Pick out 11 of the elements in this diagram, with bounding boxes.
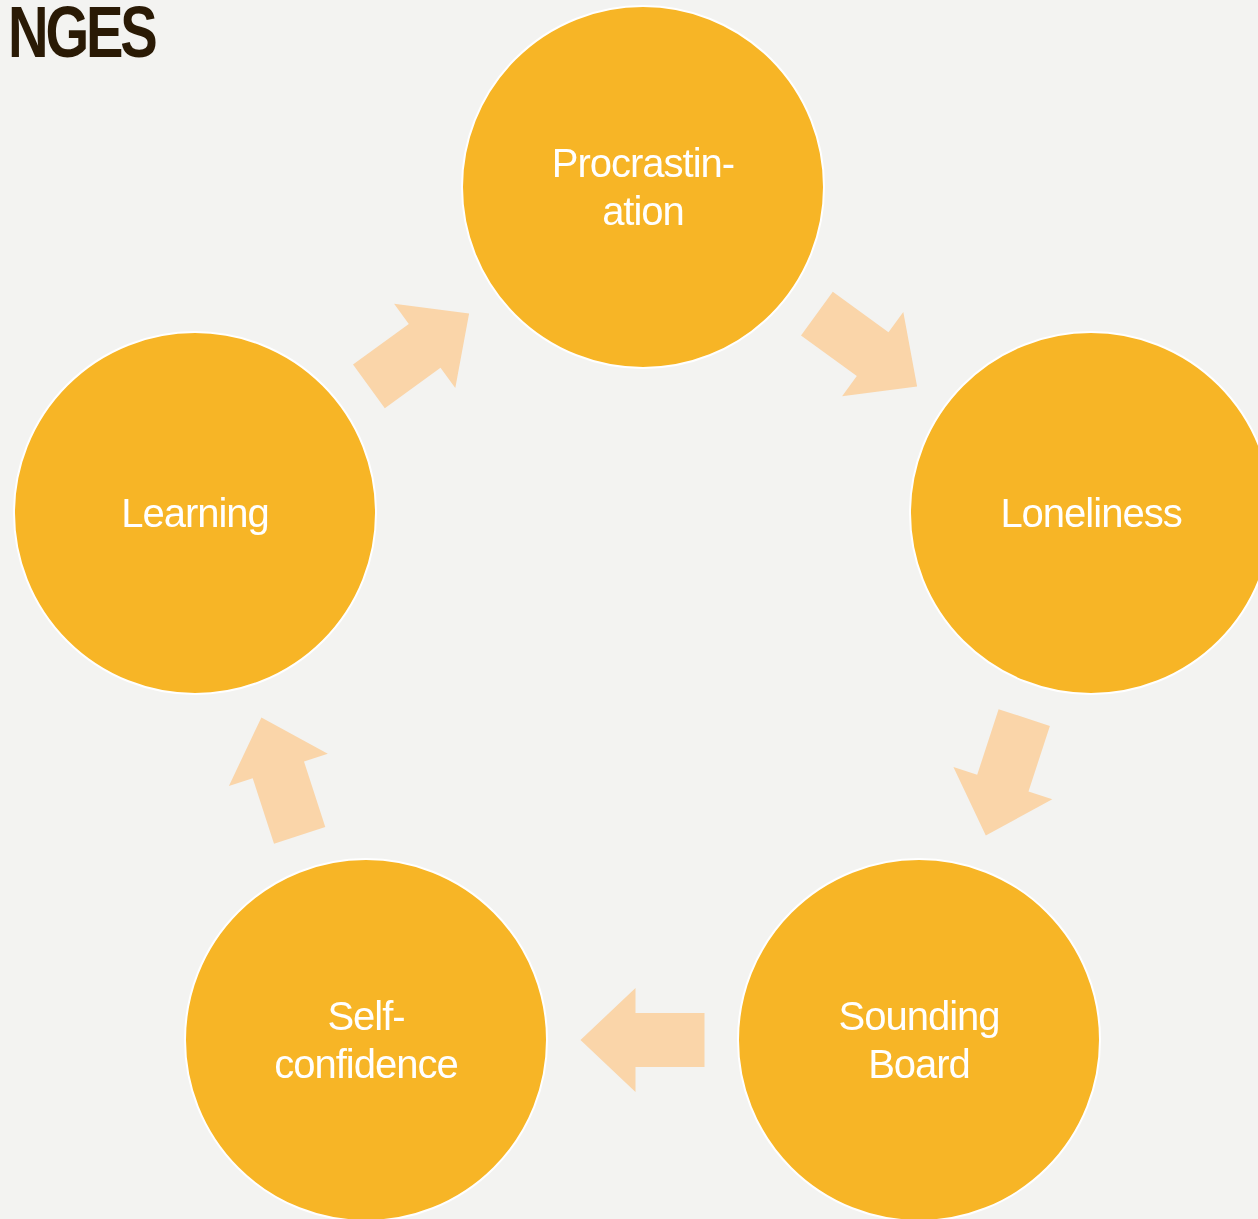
block-arrow <box>580 988 705 1092</box>
step-label: Loneliness <box>1000 490 1182 537</box>
title: NGES <box>8 0 155 68</box>
block-arrow <box>228 717 328 844</box>
block-arrow <box>953 709 1053 836</box>
step-label: Sounding Board <box>837 993 1001 1088</box>
step-label: Self- confidence <box>273 993 459 1088</box>
block-arrow <box>801 291 918 397</box>
block-arrow <box>353 303 470 409</box>
step-label: Procrastin- ation <box>550 140 736 235</box>
step-label: Learning <box>121 490 269 537</box>
